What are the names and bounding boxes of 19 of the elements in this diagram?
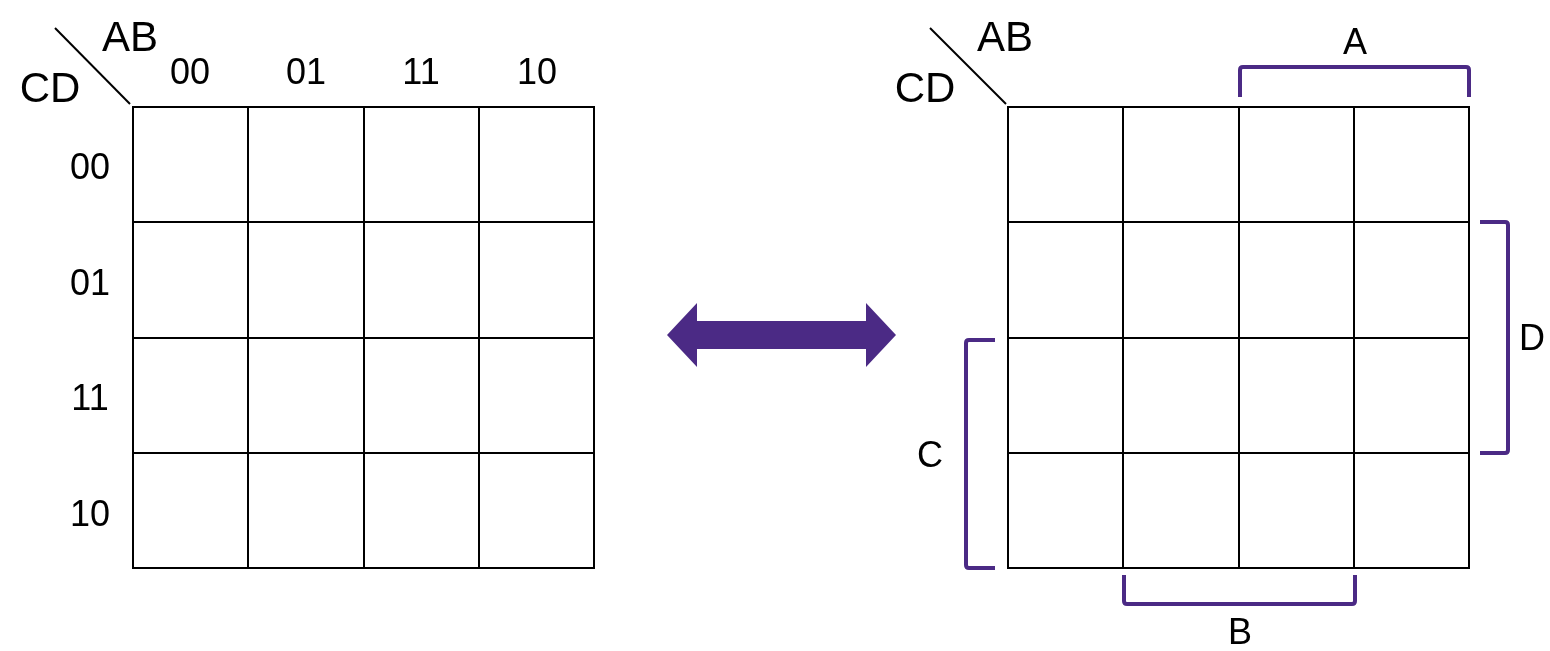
axis-label: 11 (71, 380, 109, 416)
karnaugh-map-grid (1007, 106, 1470, 569)
axis-label: CD (894, 67, 956, 109)
axis-label: C (917, 437, 943, 473)
axis-label: B (1228, 614, 1252, 650)
axis-label: D (1519, 320, 1545, 356)
double-arrow (667, 303, 896, 367)
axis-label: 00 (170, 54, 210, 90)
axis-label: 00 (70, 149, 110, 185)
karnaugh-map-grid (132, 106, 595, 569)
axis-label: 11 (402, 54, 440, 90)
axis-label: 01 (286, 54, 326, 90)
axis-label: 10 (517, 54, 557, 90)
axis-label: CD (19, 67, 81, 109)
axis-label: 01 (70, 265, 110, 301)
axis-label: AB (102, 16, 158, 58)
axis-label: A (1343, 24, 1367, 60)
axis-label: AB (977, 16, 1033, 58)
axis-label: 10 (70, 496, 110, 532)
